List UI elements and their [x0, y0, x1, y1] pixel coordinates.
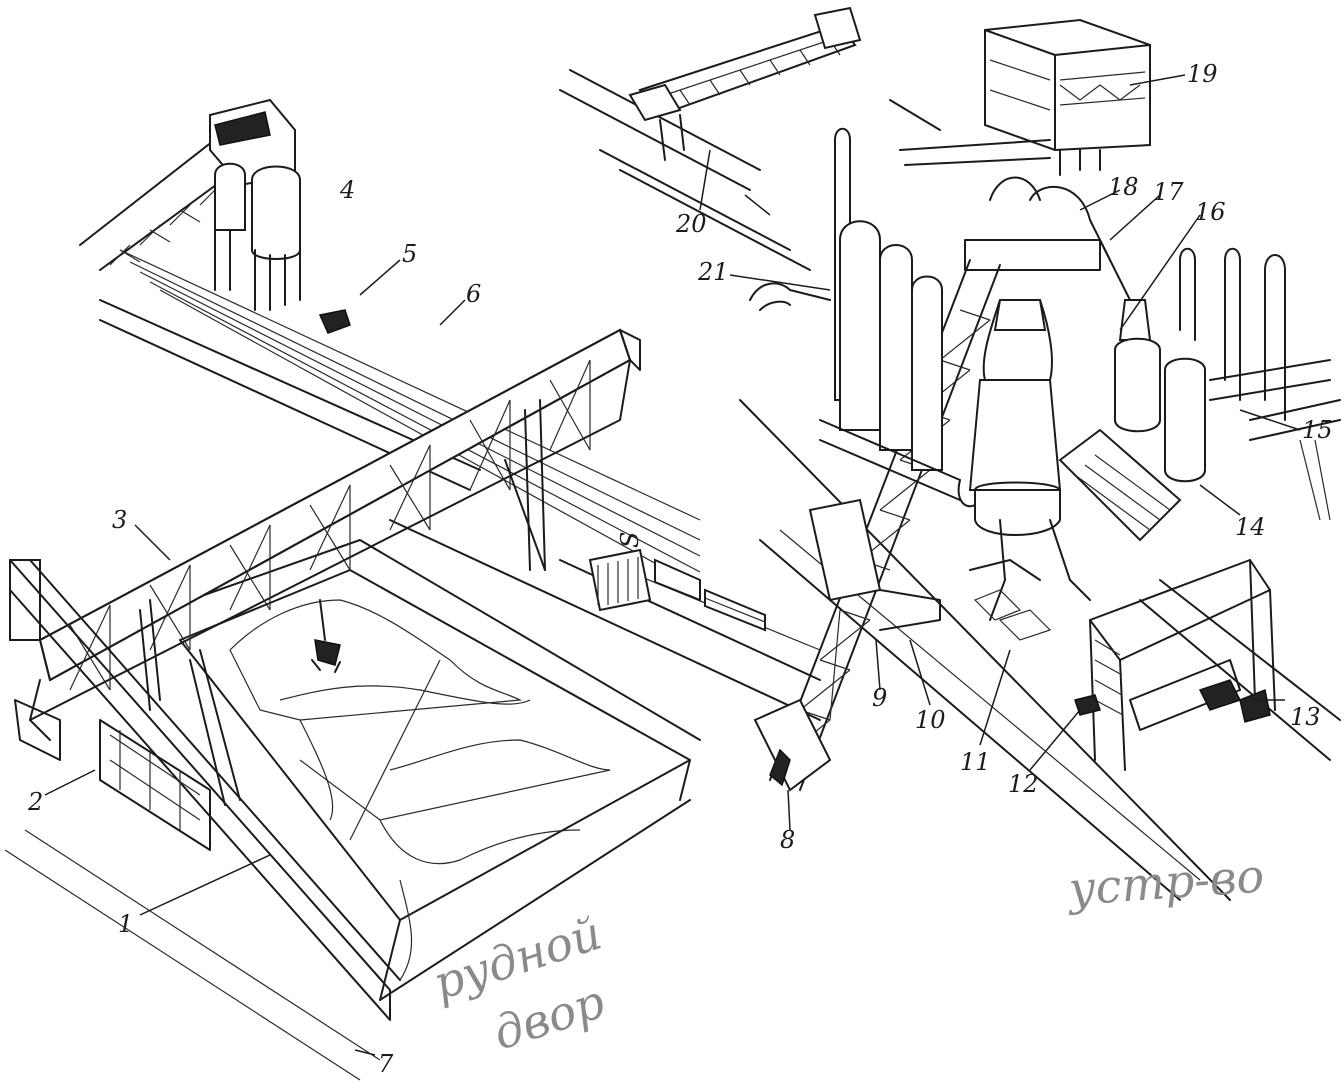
callout-13: 13: [1290, 703, 1321, 731]
callout-s: S: [616, 532, 644, 548]
cast-house: [808, 428, 1276, 771]
callout-12: 12: [1008, 770, 1039, 798]
callout-7: 7: [378, 1050, 394, 1078]
gas-cleaning: [1099, 239, 1341, 521]
callout-16: 16: [1195, 198, 1226, 226]
callout-15: 15: [1302, 416, 1333, 444]
ore-yard: [179, 539, 701, 1001]
callout-17: 17: [1153, 178, 1184, 206]
callout-18: 18: [1108, 173, 1139, 201]
callout-3: 3: [112, 506, 127, 534]
callout-19: 19: [1187, 60, 1218, 88]
callout-leaders: [44, 74, 1301, 1056]
callout-11: 11: [960, 748, 991, 776]
callout-2: 2: [27, 788, 43, 816]
callout-20: 20: [675, 210, 707, 238]
callout-21: 21: [697, 258, 729, 286]
sinter-plant: [628, 6, 862, 161]
building: [899, 18, 1151, 176]
rail-cars: [318, 309, 766, 632]
callout-4: 4: [339, 176, 355, 204]
blast-furnace: [957, 176, 1111, 621]
callout-14: 14: [1235, 513, 1266, 541]
callout-5: 5: [402, 240, 417, 268]
callout-6: 6: [466, 280, 481, 308]
handwritten-device: устр-во: [1065, 848, 1266, 916]
callout-labels: 1 2 3 4 5 6 7 8 9 10 11 12 13 14 15 16 1…: [27, 60, 1333, 1078]
callout-9: 9: [872, 684, 887, 712]
callout-10: 10: [915, 706, 946, 734]
callout-1: 1: [118, 910, 133, 938]
ore-bridge-crane: [9, 328, 641, 1021]
callout-8: 8: [780, 826, 795, 854]
ore-bunkers: [79, 98, 301, 311]
hot-blast-stoves: [749, 127, 961, 501]
handwritten-notes: рудной двор устр-во: [427, 848, 1266, 1060]
